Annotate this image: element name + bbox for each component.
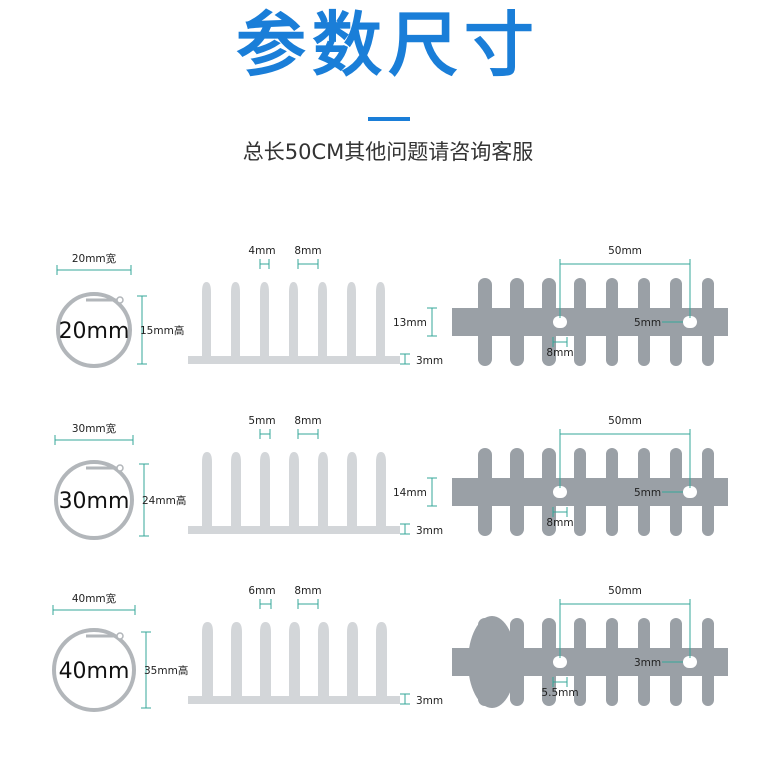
strip-hole-right bbox=[683, 316, 697, 328]
ring-height-label: 35mm高 bbox=[144, 664, 188, 677]
ring-shape bbox=[54, 460, 134, 540]
pitch-label: 50mm bbox=[608, 245, 642, 257]
strip-fin-8 bbox=[702, 448, 714, 536]
ring-hook bbox=[116, 296, 124, 304]
comb-tooth-3 bbox=[260, 452, 270, 526]
strip-fin-2 bbox=[510, 448, 524, 536]
strip-fin-8 bbox=[702, 278, 714, 366]
strip-fin-4 bbox=[574, 448, 586, 536]
ring-width-label: 30mm宽 bbox=[72, 422, 117, 435]
comb-tooth-5 bbox=[318, 452, 328, 526]
comb-tooth-5 bbox=[318, 282, 327, 356]
hole-left-label: 8mm bbox=[546, 517, 573, 529]
comb-tooth-1 bbox=[202, 282, 211, 356]
page-subtitle: 总长50CM其他问题请咨询客服 bbox=[242, 140, 534, 164]
strip-hole-left bbox=[553, 486, 567, 498]
base-label: 3mm bbox=[416, 525, 443, 537]
spec-row-1: 20mm宽 20mm 15mm高 4mm 8mm 3mm 50mm 13mm 5mm 8mm bbox=[56, 245, 728, 368]
comb-tooth-7 bbox=[376, 282, 385, 356]
comb-tooth-4 bbox=[289, 622, 300, 696]
strip-fin-1 bbox=[478, 278, 492, 366]
strip-fin-2 bbox=[510, 618, 524, 706]
comb-base bbox=[188, 696, 400, 704]
strip-fin-6 bbox=[638, 448, 650, 536]
strip-fin-8 bbox=[702, 618, 714, 706]
comb-tooth-7 bbox=[376, 622, 387, 696]
strip-fin-2 bbox=[510, 278, 524, 366]
comb-tooth-6 bbox=[347, 452, 357, 526]
strip-hole-left bbox=[553, 316, 567, 328]
hole-left-label: 8mm bbox=[546, 347, 573, 359]
strip-fin-6 bbox=[638, 618, 650, 706]
comb-tooth-5 bbox=[318, 622, 329, 696]
strip-fin-5 bbox=[606, 448, 618, 536]
strip-hole-right bbox=[683, 656, 697, 668]
ring-hook bbox=[116, 632, 124, 640]
strip-fin-5 bbox=[606, 618, 618, 706]
hole-right-label: 5mm bbox=[634, 487, 661, 499]
strip-fin-6 bbox=[638, 278, 650, 366]
comb-tooth-7 bbox=[376, 452, 386, 526]
ring-size-label: 40mm bbox=[59, 659, 130, 684]
base-label: 3mm bbox=[416, 695, 443, 707]
strip-height-label: 14mm bbox=[393, 487, 427, 499]
spec-row-3: 40mm宽 40mm 35mm高 6mm 8mm 3mm 50mm 3mm 5.5mm bbox=[52, 585, 728, 712]
pitch-label: 50mm bbox=[608, 415, 642, 427]
hole-right-label: 5mm bbox=[634, 317, 661, 329]
comb-tooth-3 bbox=[260, 622, 271, 696]
pitch-label: 50mm bbox=[608, 585, 642, 597]
strip-height-label: 13mm bbox=[393, 317, 427, 329]
ring-width-label: 20mm宽 bbox=[72, 252, 117, 265]
ring-height-label: 15mm高 bbox=[140, 324, 184, 337]
comb-tooth-1 bbox=[202, 452, 212, 526]
comb-base bbox=[188, 526, 400, 534]
spec-row-2: 30mm宽 30mm 24mm高 5mm 8mm 3mm 50mm 14mm 5mm 8mm bbox=[54, 415, 728, 540]
comb-base bbox=[188, 356, 400, 364]
strip-end-disc bbox=[468, 616, 516, 708]
ring-size-label: 30mm bbox=[59, 489, 130, 514]
tooth-gap-label: 8mm bbox=[294, 585, 321, 597]
ring-height-label: 24mm高 bbox=[142, 494, 186, 507]
base-label: 3mm bbox=[416, 355, 443, 367]
strip-fin-4 bbox=[574, 618, 586, 706]
title-underline bbox=[368, 117, 410, 121]
ring-size-label: 20mm bbox=[59, 319, 130, 344]
hole-right-label: 3mm bbox=[634, 657, 661, 669]
comb-tooth-6 bbox=[347, 282, 356, 356]
tooth-width-label: 5mm bbox=[248, 415, 275, 427]
strip-fin-5 bbox=[606, 278, 618, 366]
page-title: 参数尺寸 bbox=[236, 4, 540, 86]
comb-tooth-2 bbox=[231, 452, 241, 526]
strip-hole-right bbox=[683, 486, 697, 498]
ring-shape bbox=[56, 292, 132, 368]
ring-width-label: 40mm宽 bbox=[72, 592, 117, 605]
tooth-gap-label: 8mm bbox=[294, 415, 321, 427]
strip-fin-1 bbox=[478, 448, 492, 536]
comb-tooth-2 bbox=[231, 622, 242, 696]
tooth-width-label: 4mm bbox=[248, 245, 275, 257]
ring-hook bbox=[116, 464, 124, 472]
comb-tooth-6 bbox=[347, 622, 358, 696]
comb-tooth-3 bbox=[260, 282, 269, 356]
strip-fin-4 bbox=[574, 278, 586, 366]
comb-tooth-1 bbox=[202, 622, 213, 696]
hole-left-label: 5.5mm bbox=[541, 687, 578, 699]
tooth-gap-label: 8mm bbox=[294, 245, 321, 257]
strip-hole-left bbox=[553, 656, 567, 668]
ring-shape bbox=[52, 628, 136, 712]
comb-tooth-4 bbox=[289, 452, 299, 526]
comb-tooth-2 bbox=[231, 282, 240, 356]
comb-tooth-4 bbox=[289, 282, 298, 356]
tooth-width-label: 6mm bbox=[248, 585, 275, 597]
